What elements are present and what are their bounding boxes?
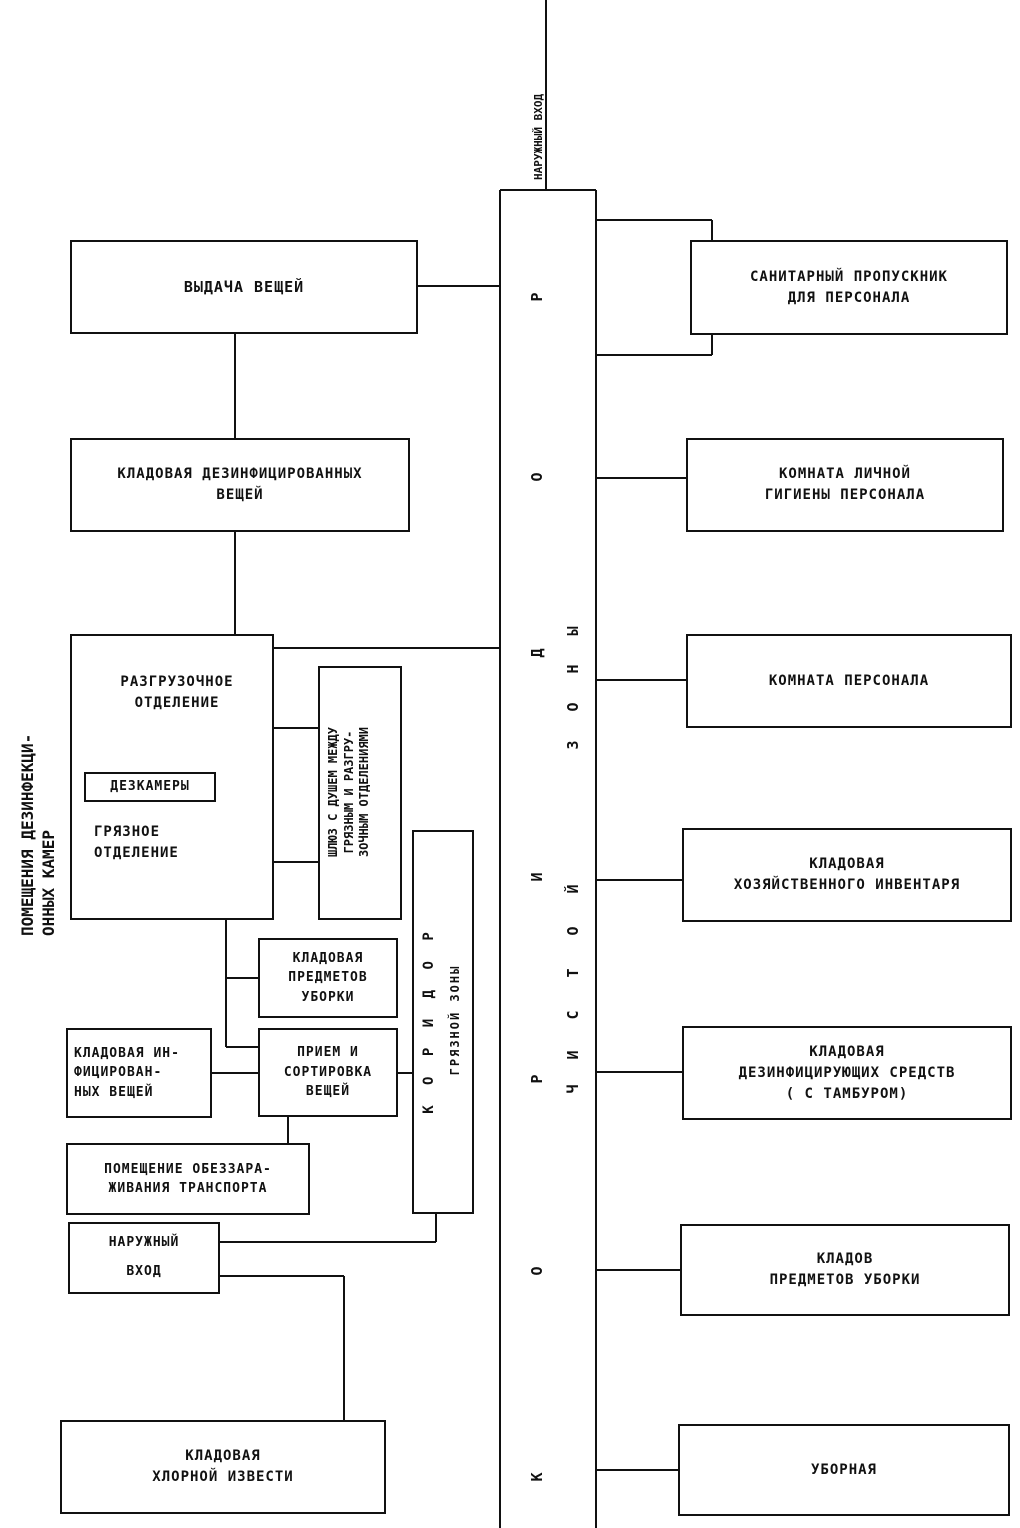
- zone-letter-6: О: [564, 926, 582, 936]
- zone-letter-2: Н: [564, 664, 582, 674]
- outer-entrance-label: НАРУЖНЫЙ ВХОД: [532, 93, 545, 180]
- box-kladov-predmetov-uborki: КЛАДОВ ПРЕДМЕТОВ УБОРКИ: [680, 1224, 1010, 1316]
- corridor-letter-r2: Р: [528, 1074, 546, 1084]
- box-kladovaya-dezinficirovannyh: КЛАДОВАЯ ДЕЗИНФИЦИРОВАННЫХ ВЕЩЕЙ: [70, 438, 410, 532]
- box-obezzarazhivanie-transporta: ПОМЕЩЕНИЕ ОБЕЗЗАРА- ЖИВАНИЯ ТРАНСПОРТА: [66, 1143, 310, 1215]
- label-dirty-corridor-title: К О Р И Д О Р: [421, 926, 437, 1114]
- box-kladovaya-dezinficiruyushchih-sredstv: КЛАДОВАЯ ДЕЗИНФИЦИРУЮЩИХ СРЕДСТВ ( С ТАМ…: [682, 1026, 1012, 1120]
- box-kladovaya-inficirovannyh: КЛАДОВАЯ ИН- ФИЦИРОВАН- НЫХ ВЕЩЕЙ: [66, 1028, 212, 1118]
- box-dezkamery: ДЕЗКАМЕРЫ: [84, 772, 216, 802]
- zone-letter-10: Ч: [564, 1084, 582, 1094]
- label-dirty-corridor-subtitle: ГРЯЗНОЙ ЗОНЫ: [448, 964, 462, 1076]
- box-komnata-personala: КОМНАТА ПЕРСОНАЛА: [686, 634, 1012, 728]
- zone-letter-5: Й: [564, 884, 582, 894]
- corridor-letter-o: О: [528, 472, 546, 482]
- label-gryaznoe: ГРЯЗНОЕ ОТДЕЛЕНИЕ: [94, 824, 179, 861]
- corridor-letter-o2: О: [528, 1266, 546, 1276]
- corridor-letter-k: К: [528, 1472, 546, 1482]
- box-naruzhnyi-vhod: НАРУЖНЫЙ ВХОД: [68, 1222, 220, 1294]
- box-sanitarnyi-propusknik: САНИТАРНЫЙ ПРОПУСКНИК ДЛЯ ПЕРСОНАЛА: [690, 240, 1008, 335]
- corridor-letter-d: Д: [528, 648, 546, 658]
- box-shlyuz: [318, 666, 402, 920]
- zone-letter-7: Т: [564, 968, 582, 978]
- corridor-letter-i: И: [528, 872, 546, 882]
- zone-letter-1: Ы: [564, 626, 582, 636]
- label-shlyuz: ШЛЮЗ С ДУШЕМ МЕЖДУ ГРЯЗНЫМ И РАЗГРУ- ЗОЧ…: [326, 726, 372, 858]
- zone-letter-9: И: [564, 1050, 582, 1060]
- box-vydacha-veshchei: ВЫДАЧА ВЕЩЕЙ: [70, 240, 418, 334]
- zone-letter-3: О: [564, 702, 582, 712]
- box-kladovaya-hozyaistvennogo-inventarya: КЛАДОВАЯ ХОЗЯЙСТВЕННОГО ИНВЕНТАРЯ: [682, 828, 1012, 922]
- corridor-letter-r: Р: [528, 292, 546, 302]
- box-kladovaya-predmetov-uborki-small: КЛАДОВАЯ ПРЕДМЕТОВ УБОРКИ: [258, 938, 398, 1018]
- box-priem-sortirovka: ПРИЕМ И СОРТИРОВКА ВЕЩЕЙ: [258, 1028, 398, 1117]
- zone-letter-4: З: [564, 740, 582, 750]
- disinfection-chambers-label: ПОМЕЩЕНИЯ ДЕЗИНФЕКЦИ- ОННЫХ КАМЕР: [18, 733, 58, 936]
- box-dirty-corridor: [412, 830, 474, 1214]
- box-komnata-lichnoi-gigieny: КОМНАТА ЛИЧНОЙ ГИГИЕНЫ ПЕРСОНАЛА: [686, 438, 1004, 532]
- box-ubornaya: УБОРНАЯ: [678, 1424, 1010, 1516]
- box-kladovaya-hlornoi-izvesti: КЛАДОВАЯ ХЛОРНОЙ ИЗВЕСТИ: [60, 1420, 386, 1514]
- label-razgruzochnoe: РАЗГРУЗОЧНОЕ ОТДЕЛЕНИЕ: [120, 674, 234, 711]
- zone-letter-8: С: [564, 1010, 582, 1020]
